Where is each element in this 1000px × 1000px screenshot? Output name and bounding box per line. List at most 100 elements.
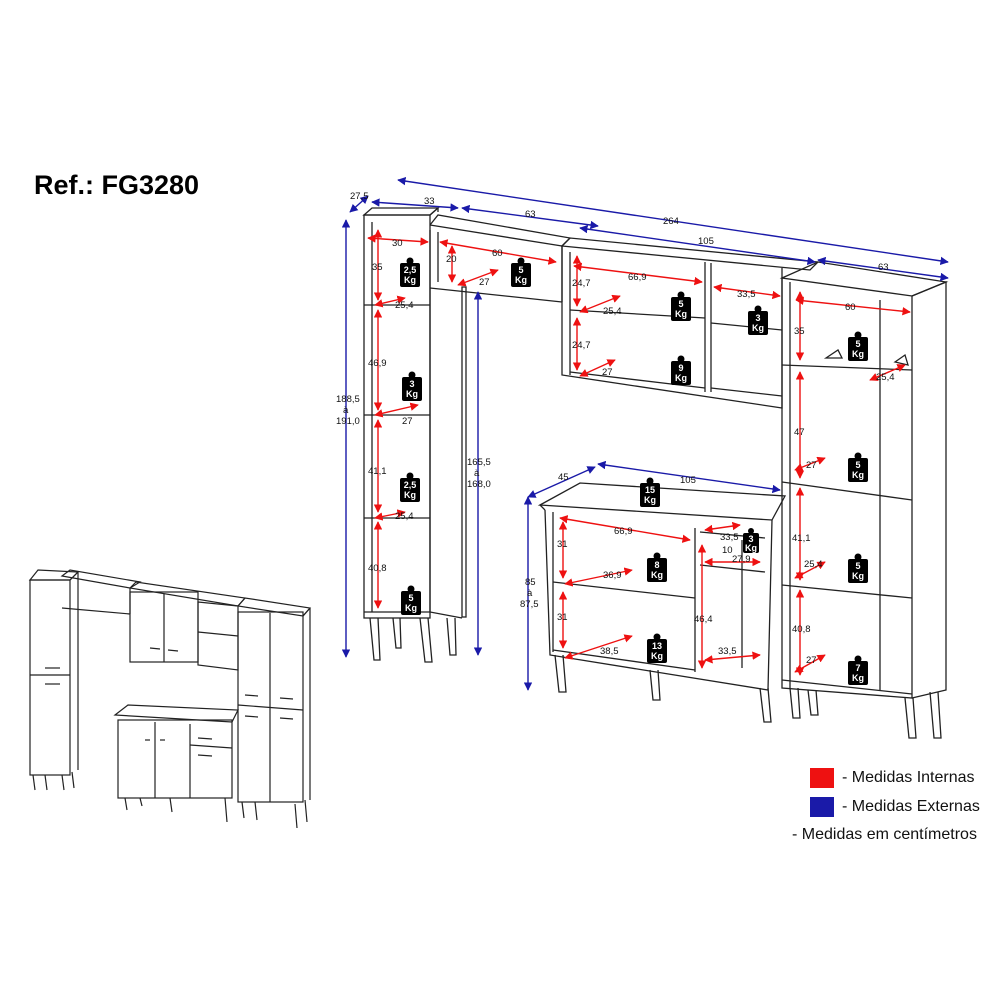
dim-base-9: 33,5 bbox=[718, 646, 737, 657]
dim-right-7: 40,8 bbox=[792, 624, 811, 635]
svg-text:Kg: Kg bbox=[745, 543, 757, 553]
dim-left-6: 25,4 bbox=[395, 511, 414, 522]
svg-text:5: 5 bbox=[855, 561, 860, 571]
bridge-unit bbox=[429, 214, 572, 656]
legend-internal-swatch bbox=[810, 768, 834, 788]
dim-base-width: 105 bbox=[680, 475, 696, 486]
external-dimension-lines bbox=[341, 176, 949, 691]
svg-text:Kg: Kg bbox=[515, 275, 527, 285]
svg-text:13: 13 bbox=[652, 641, 662, 651]
dim-upper-4: 27 bbox=[602, 367, 613, 378]
dim-left-4: 27 bbox=[402, 416, 413, 427]
dim-base-0: 66,9 bbox=[614, 526, 633, 537]
dim-left-7: 40,8 bbox=[368, 563, 387, 574]
legend-external-label: - Medidas Externas bbox=[842, 798, 980, 815]
svg-text:5: 5 bbox=[408, 593, 413, 603]
dim-right-6: 25,4 bbox=[804, 559, 823, 570]
weight-badge-base-3: 8 Kg bbox=[647, 552, 667, 582]
dim-right-8: 27 bbox=[806, 655, 817, 666]
dim-right-3: 47 bbox=[794, 427, 805, 438]
dim-left-2: 25,4 bbox=[395, 300, 414, 311]
assembled-kitchen-thumbnail bbox=[28, 569, 312, 829]
svg-text:Kg: Kg bbox=[651, 570, 663, 580]
dim-base-height-min: 85 bbox=[525, 577, 536, 588]
weight-badges: 2,5 Kg 3 Kg 2,5 Kg 5 Kg 5 Kg 5 Kg bbox=[400, 257, 868, 685]
dim-base-5: 33,5 bbox=[720, 532, 739, 543]
dim-base-depth: 45 bbox=[558, 472, 569, 483]
svg-text:5: 5 bbox=[518, 265, 523, 275]
weight-badge-right-4: 7 Kg bbox=[848, 655, 868, 685]
internal-dimension-labels: 30 35 25,4 46,9 27 41,1 25,4 40,8 60 20 … bbox=[368, 238, 895, 666]
legend-external-swatch bbox=[810, 797, 834, 817]
svg-text:Kg: Kg bbox=[651, 651, 663, 661]
svg-text:5: 5 bbox=[855, 339, 860, 349]
legend-units-note: - Medidas em centímetros bbox=[792, 826, 977, 843]
svg-text:3: 3 bbox=[409, 379, 414, 389]
dim-left-1: 35 bbox=[372, 262, 383, 273]
weight-badge-upper-2: 3 Kg bbox=[748, 305, 768, 335]
dim-right-5: 41,1 bbox=[792, 533, 811, 544]
svg-text:Kg: Kg bbox=[675, 373, 687, 383]
weight-badge-base-2: 3 Kg bbox=[743, 528, 759, 553]
base-cabinet bbox=[537, 482, 787, 723]
dim-right-4: 27 bbox=[806, 460, 817, 471]
weight-badge-right-3: 5 Kg bbox=[848, 553, 868, 583]
dim-left-3: 46,9 bbox=[368, 358, 387, 369]
dim-base-3: 31 bbox=[557, 612, 568, 623]
svg-text:15: 15 bbox=[645, 485, 655, 495]
svg-text:Kg: Kg bbox=[404, 275, 416, 285]
internal-dimension-lines bbox=[367, 229, 911, 676]
dim-left-5: 41,1 bbox=[368, 466, 387, 477]
svg-text:2,5: 2,5 bbox=[404, 265, 417, 275]
dim-base-8: 46,4 bbox=[694, 614, 713, 625]
dim-bridge-height-min: 165,5 bbox=[467, 457, 491, 468]
dim-upper-3: 24,7 bbox=[572, 340, 591, 351]
svg-text:Kg: Kg bbox=[852, 349, 864, 359]
svg-text:2,5: 2,5 bbox=[404, 480, 417, 490]
weight-badge-right-1: 5 Kg bbox=[848, 331, 868, 361]
weight-badge-left-2: 3 Kg bbox=[402, 371, 422, 401]
dim-right-0: 60 bbox=[845, 302, 856, 313]
weight-badge-right-2: 5 Kg bbox=[848, 452, 868, 482]
svg-text:Kg: Kg bbox=[675, 309, 687, 319]
svg-text:3: 3 bbox=[748, 534, 753, 544]
svg-text:Kg: Kg bbox=[644, 495, 656, 505]
svg-text:Kg: Kg bbox=[852, 470, 864, 480]
dim-base-4: 38,5 bbox=[600, 646, 619, 657]
dim-bridge-height-max: 168,0 bbox=[467, 479, 491, 490]
weight-badge-left-3: 2,5 Kg bbox=[400, 472, 420, 502]
dim-right-2: 25,4 bbox=[876, 372, 895, 383]
dim-upper-1: 24,7 bbox=[572, 278, 591, 289]
svg-text:Kg: Kg bbox=[752, 323, 764, 333]
dim-bridge-0: 60 bbox=[492, 248, 503, 259]
svg-text:8: 8 bbox=[654, 560, 659, 570]
dim-upper-2: 25,4 bbox=[603, 306, 622, 317]
weight-badge-left-4: 5 Kg bbox=[401, 585, 421, 615]
dim-column-width: 33 bbox=[424, 196, 435, 207]
svg-text:Kg: Kg bbox=[852, 673, 864, 683]
weight-badge-left-1: 2,5 Kg bbox=[400, 257, 420, 287]
dim-upper-0: 66,9 bbox=[628, 272, 647, 283]
external-dimension-labels: 27,5 33 63 264 105 63 188,5 à 191,0 165,… bbox=[336, 191, 889, 610]
dim-right-1: 35 bbox=[794, 326, 805, 337]
dim-right-width: 63 bbox=[878, 262, 889, 273]
weight-badge-base-1: 15 Kg bbox=[640, 477, 660, 507]
dim-bridge-height-sep: à bbox=[474, 468, 480, 479]
reference-title: Ref.: FG3280 bbox=[34, 170, 200, 200]
dim-total-width: 264 bbox=[663, 216, 679, 227]
dim-base-7: 27,9 bbox=[732, 554, 751, 565]
svg-text:5: 5 bbox=[678, 299, 683, 309]
dim-base-1: 31 bbox=[557, 539, 568, 550]
svg-text:Kg: Kg bbox=[406, 389, 418, 399]
weight-badge-bridge-1: 5 Kg bbox=[511, 257, 531, 287]
svg-text:Kg: Kg bbox=[405, 603, 417, 613]
weight-badge-upper-3: 9 Kg bbox=[671, 355, 691, 385]
dim-base-6: 10 bbox=[722, 545, 733, 556]
dim-depth: 27,5 bbox=[350, 191, 369, 202]
dim-height-sep: à bbox=[343, 405, 349, 416]
dim-base-height-sep: à bbox=[527, 588, 533, 599]
dim-upper-width: 105 bbox=[698, 236, 714, 247]
legend-internal-label: - Medidas Internas bbox=[842, 769, 975, 786]
dim-bridge-2: 27 bbox=[479, 277, 490, 288]
